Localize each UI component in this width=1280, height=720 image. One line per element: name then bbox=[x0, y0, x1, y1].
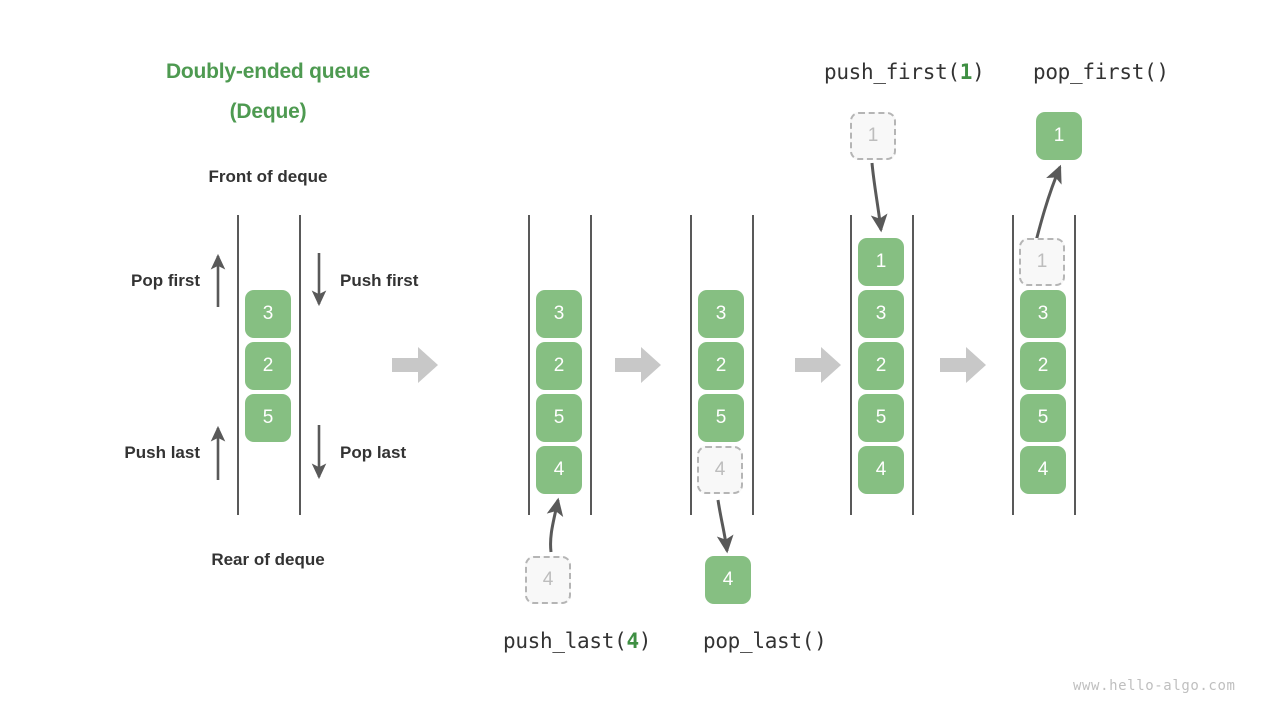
outgoing-node-col5: 1 bbox=[1036, 112, 1082, 160]
deque-rail-left-col2 bbox=[528, 215, 530, 515]
push-first-op-arg: 1 bbox=[959, 60, 973, 84]
node-col1-0: 3 bbox=[245, 290, 291, 338]
push-first-label: Push first bbox=[340, 271, 419, 290]
node-col2-0: 3 bbox=[536, 290, 582, 338]
incoming-node-col4: 1 bbox=[850, 112, 896, 160]
node-col5-3: 5 bbox=[1020, 394, 1066, 442]
node-col5-0: 1 bbox=[1019, 238, 1065, 286]
node-col2-1: 2 bbox=[536, 342, 582, 390]
deque-rail-right-col3 bbox=[752, 215, 754, 515]
node-col1-1: 2 bbox=[245, 342, 291, 390]
push-first-op-close: ) bbox=[972, 60, 985, 84]
pop-first-label: Pop first bbox=[131, 271, 200, 290]
push-first-flow-arrow-icon bbox=[870, 162, 888, 233]
deque-rail-right-col1 bbox=[299, 215, 301, 515]
deque-rail-right-col4 bbox=[912, 215, 914, 515]
deque-rail-left-col5 bbox=[1012, 215, 1014, 515]
transition-arrow-1-icon bbox=[392, 347, 438, 383]
transition-arrow-2-icon bbox=[615, 347, 661, 383]
pop-first-operation-label: pop_first() bbox=[1033, 60, 1169, 84]
push-first-op-name: push_first( bbox=[824, 60, 960, 84]
transition-arrow-3-icon bbox=[795, 347, 841, 383]
pop-last-flow-arrow-icon bbox=[716, 499, 734, 554]
deque-rail-left-col1 bbox=[237, 215, 239, 515]
node-col4-2: 2 bbox=[858, 342, 904, 390]
node-col2-3: 4 bbox=[536, 446, 582, 494]
push-last-operation-label: push_last(4) bbox=[503, 628, 651, 654]
push-last-label: Push last bbox=[124, 443, 200, 462]
node-col5-2: 2 bbox=[1020, 342, 1066, 390]
transition-arrow-4-icon bbox=[940, 347, 986, 383]
incoming-node-col2: 4 bbox=[525, 556, 571, 604]
rear-of-deque-label: Rear of deque bbox=[211, 550, 325, 569]
node-col4-1: 3 bbox=[858, 290, 904, 338]
push-last-op-name: push_last( bbox=[503, 629, 627, 653]
node-col3-2: 5 bbox=[698, 394, 744, 442]
outgoing-node-col3: 4 bbox=[705, 556, 751, 604]
node-col1-2: 5 bbox=[245, 394, 291, 442]
push-last-op-close: ) bbox=[638, 629, 652, 653]
push-first-operation-label: push_first(1) bbox=[824, 59, 985, 85]
diagram-title-line1: Doubly-ended queue bbox=[165, 60, 371, 83]
watermark-label: www.hello-algo.com bbox=[1073, 678, 1236, 694]
deque-rail-right-col2 bbox=[590, 215, 592, 515]
pop-last-operation-label: pop_last() bbox=[703, 629, 827, 653]
deque-rail-left-col3 bbox=[690, 215, 692, 515]
deque-rail-right-col5 bbox=[1074, 215, 1076, 515]
node-col4-4: 4 bbox=[858, 446, 904, 494]
diagram-title-line2: (Deque) bbox=[229, 100, 307, 123]
push-last-op-arg: 4 bbox=[626, 629, 639, 653]
node-col3-1: 2 bbox=[698, 342, 744, 390]
node-col2-2: 5 bbox=[536, 394, 582, 442]
node-col5-4: 4 bbox=[1020, 446, 1066, 494]
node-col4-3: 5 bbox=[858, 394, 904, 442]
pop-last-label: Pop last bbox=[340, 443, 407, 462]
node-col4-0: 1 bbox=[858, 238, 904, 286]
node-col3-0: 3 bbox=[698, 290, 744, 338]
front-of-deque-label: Front of deque bbox=[208, 167, 328, 186]
push-last-flow-arrow-icon bbox=[546, 497, 564, 553]
deque-rail-left-col4 bbox=[850, 215, 852, 515]
node-col3-3: 4 bbox=[697, 446, 743, 494]
node-col5-1: 3 bbox=[1020, 290, 1066, 338]
